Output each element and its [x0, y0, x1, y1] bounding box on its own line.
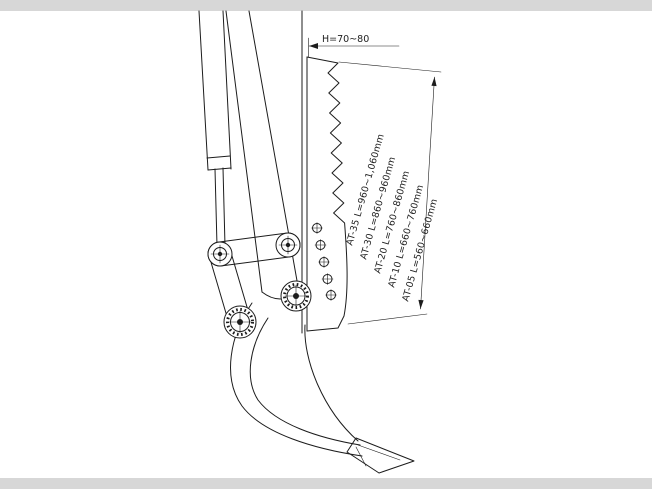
dimension-length — [338, 61, 442, 325]
page-frame-bottom — [0, 478, 652, 489]
piston-rod-right-edge — [222, 167, 226, 247]
mounting-bracket — [301, 10, 348, 334]
ripper-tooth — [346, 437, 415, 474]
ripper-tooth-detail — [355, 444, 401, 467]
bolt-hole-cross — [314, 239, 327, 251]
bolt-hole-cross — [318, 256, 330, 268]
cylinder-gland-line — [206, 155, 231, 159]
dimension-h: H=70~80 — [308, 34, 400, 58]
dimension-length-arrowhead-bottom — [418, 299, 424, 309]
link-pin-centerlines — [278, 235, 298, 255]
bolt-holes — [311, 222, 337, 301]
bolt-hole-cross — [325, 289, 337, 301]
piston-rod-left-edge — [214, 168, 218, 247]
ripper-shank — [230, 302, 415, 474]
lower-pin-knurl-ring — [226, 308, 254, 336]
bucket-pin-centerlines — [284, 284, 308, 308]
bucket-pin-knurl-ring — [283, 283, 309, 309]
bolt-hole-cross — [321, 273, 334, 285]
dimension-h-arrowhead — [309, 43, 318, 49]
page-frame-top — [0, 0, 652, 11]
dimension-length-extension-top — [338, 61, 442, 73]
cylinder-cap-line — [207, 167, 232, 171]
rod-end-pin-centerlines — [210, 244, 230, 264]
shank-inner-curve — [249, 317, 361, 446]
arm-left-edge — [225, 10, 263, 293]
cylinder-right-edge — [222, 10, 232, 170]
dimension-length-line — [420, 76, 435, 310]
dimension-length-arrowhead-top — [431, 77, 437, 87]
dimension-h-label: H=70~80 — [322, 34, 369, 45]
shank-back-edge — [304, 324, 359, 442]
attachment-size-labels: AT-35 L=960~1,060mm AT-30 L=860~960mm AT… — [344, 133, 440, 303]
serrated-plate-outline — [306, 56, 348, 332]
hydraulic-cylinder — [198, 10, 232, 247]
lower-pin-centerlines — [228, 310, 252, 334]
pivot-pins — [207, 232, 312, 339]
dimension-length-extension-bottom — [347, 313, 428, 325]
bolt-hole-cross — [311, 222, 323, 234]
cylinder-left-edge — [198, 10, 209, 171]
